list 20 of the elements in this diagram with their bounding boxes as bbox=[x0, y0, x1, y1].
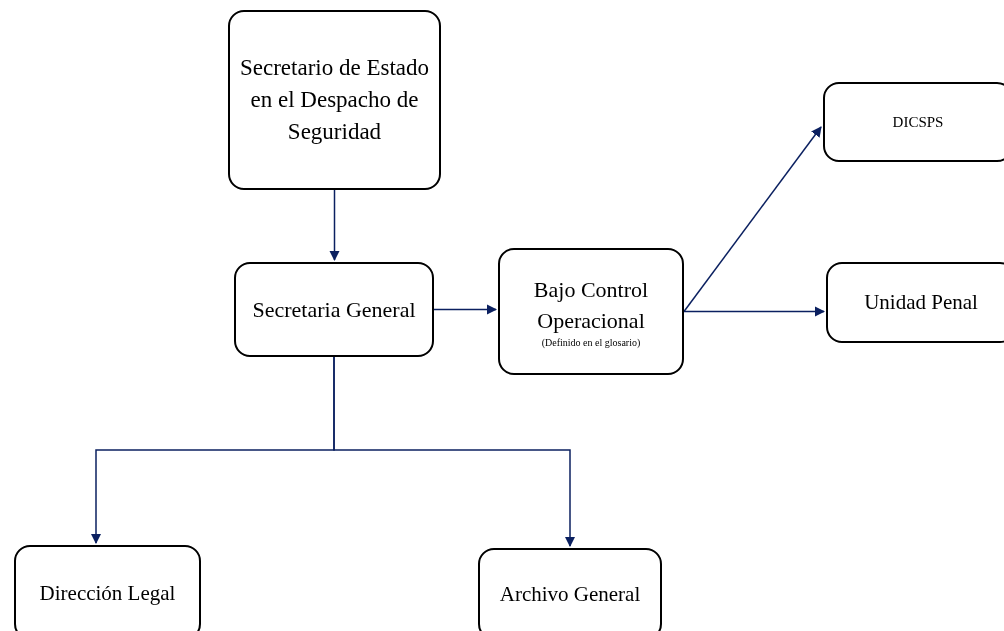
box-label: Secretario de Estado en el Despacho de Seguridad bbox=[239, 54, 430, 146]
arrow bbox=[433, 304, 498, 315]
box-label: Archivo General bbox=[499, 581, 641, 608]
process-box bbox=[826, 262, 1004, 343]
box-label: Bajo Control Operacional bbox=[532, 275, 650, 335]
process-box bbox=[234, 262, 434, 357]
arrow bbox=[333, 356, 576, 548]
box-label: Secretaria General bbox=[252, 296, 416, 324]
process-box bbox=[498, 248, 684, 375]
arrow bbox=[683, 126, 822, 313]
process-box bbox=[228, 10, 441, 190]
arrow bbox=[329, 189, 340, 262]
arrow bbox=[683, 306, 826, 317]
process-box bbox=[14, 545, 201, 631]
box-label: DICSPS bbox=[892, 112, 944, 132]
process-box bbox=[823, 82, 1004, 162]
box-label: Dirección Legal bbox=[39, 579, 176, 607]
process-box bbox=[478, 548, 662, 631]
box-note: (Definido en el glosario) bbox=[541, 335, 641, 350]
box-label: Unidad Penal bbox=[864, 288, 978, 316]
